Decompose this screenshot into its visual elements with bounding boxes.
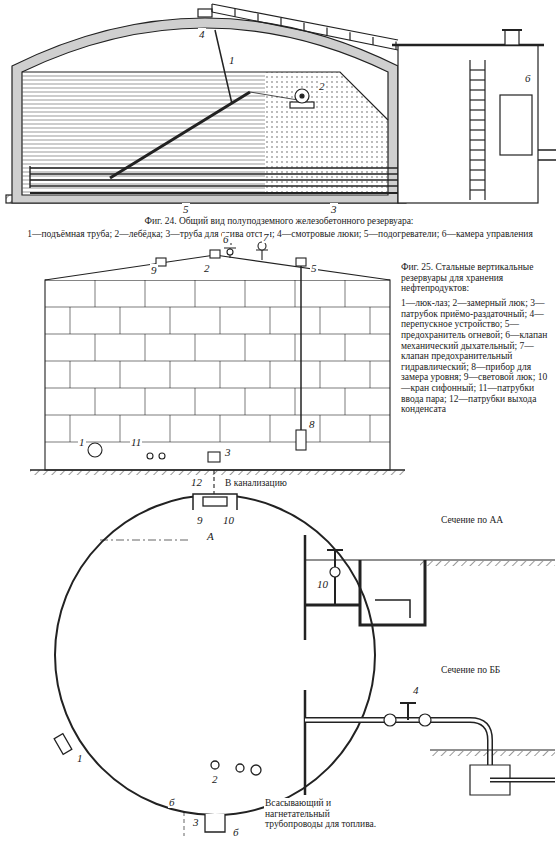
callout-number: 1 [228, 54, 236, 66]
callout-number: 12 [190, 476, 203, 488]
section-mark: б [232, 826, 240, 838]
figure-legend: 1—подъёмная труба; 2—лебёдка; 3—труба дл… [20, 229, 540, 240]
callout-number: 5 [182, 203, 190, 215]
section-aa [305, 535, 555, 640]
callout-number: 9 [150, 264, 158, 276]
callout-number: 3 [224, 446, 232, 458]
section-mark: б [168, 796, 176, 808]
callout-number: 1 [76, 752, 84, 764]
pipe-label: В канализацию [224, 478, 288, 489]
callout-number: 3 [192, 816, 200, 828]
callout-number: 2 [203, 262, 211, 274]
callout-number: 6 [524, 72, 532, 84]
section-title: Сечение по АА [440, 515, 504, 526]
section-title: Сечение по ББ [440, 665, 501, 676]
callout-number: 6 [222, 233, 230, 245]
reservoir-section [6, 4, 556, 203]
pipe-label: Всасывающий и нагнетательный трубопровод… [264, 798, 378, 830]
callout-number: 3 [330, 203, 338, 215]
callout-number: 8 [308, 418, 316, 430]
figure-caption: Фиг. 25. Стальные вертикальные резервуар… [400, 262, 554, 294]
tank-plan [54, 494, 375, 836]
callout-number: 10 [316, 578, 329, 590]
callout-number: 1 [78, 436, 86, 448]
section-mark: A [206, 530, 215, 542]
callout-number: 5 [310, 262, 318, 274]
figure-caption: Фиг. 24. Общий вид полуподземного железо… [3, 216, 555, 227]
callout-number: 2 [211, 773, 219, 785]
callout-number: 7 [262, 231, 270, 243]
callout-number: 11 [130, 436, 142, 448]
callout-number: 2 [318, 80, 326, 92]
callout-number: 9 [196, 514, 204, 526]
callout-number: 4 [412, 684, 420, 696]
callout-number: 10 [222, 514, 235, 526]
tank-elevation [30, 242, 405, 495]
figure-legend: 1—люк-лаз; 2—замерный люк; 3—патрубок пр… [400, 298, 554, 415]
section-bb [305, 690, 555, 795]
callout-number: 4 [198, 28, 206, 40]
